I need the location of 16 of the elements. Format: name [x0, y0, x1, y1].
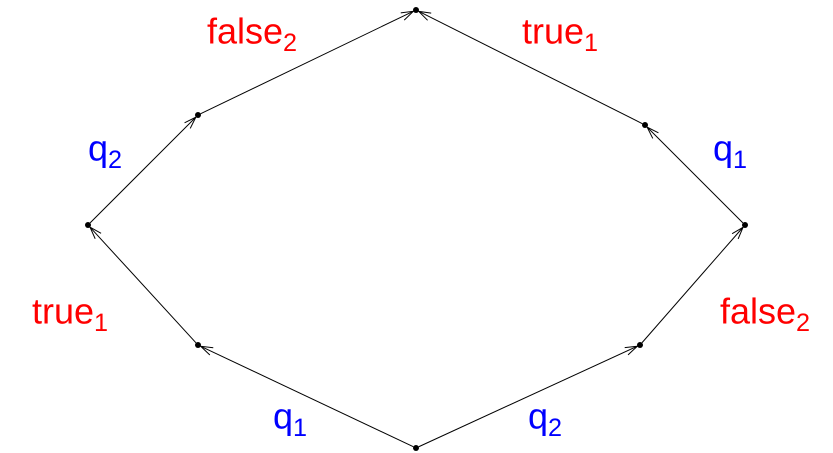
arrow [418, 10, 643, 124]
arrow [646, 126, 744, 224]
junction-dot [637, 342, 643, 348]
arrow [90, 226, 196, 344]
arrow [200, 10, 414, 114]
arrow [90, 116, 196, 224]
junction-dot [85, 222, 91, 228]
arrow [418, 346, 638, 448]
junction-dot [642, 122, 648, 128]
junction-dot [413, 7, 419, 13]
junction-dot [742, 222, 748, 228]
arrow [200, 346, 414, 448]
junction-dot [195, 112, 201, 118]
junction-dot [413, 445, 419, 451]
junction-dot [195, 342, 201, 348]
arrow [641, 226, 744, 344]
